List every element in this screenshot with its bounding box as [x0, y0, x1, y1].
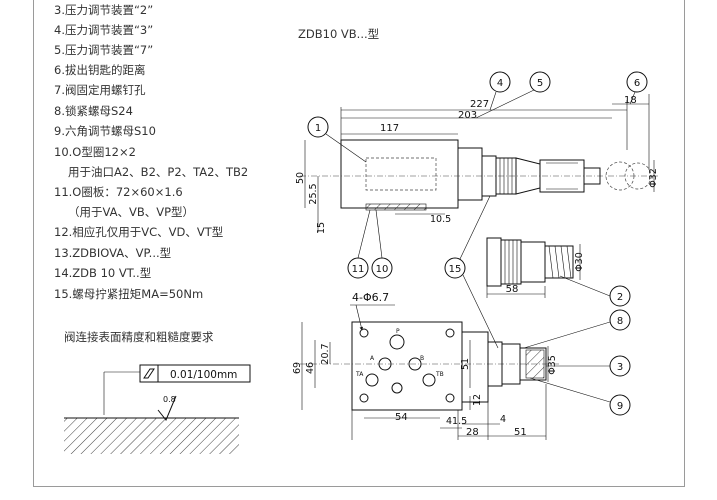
legend-item: 11.O圈板：72×60×1.6: [54, 185, 183, 199]
balloon-8: 8: [617, 316, 623, 327]
front-view: 4-Φ6.7 P A B TA TB Φ35 69 46 20.7: [292, 291, 631, 440]
dim-41-5: 41.5: [446, 416, 467, 427]
legend-item: 10.O型圈12×2: [54, 145, 136, 159]
drawing-frame: [33, 0, 685, 487]
port-b-label: B: [420, 355, 424, 362]
dim-phi30: Φ30: [574, 252, 585, 272]
legend-item: 15.螺母拧紧扭矩MA=50Nm: [54, 287, 204, 301]
legend-item: 5.压力调节装置“7”: [54, 43, 154, 57]
legend-item: 9.六角调节螺母S10: [54, 124, 156, 138]
dim-20-7: 20.7: [320, 343, 331, 364]
dim-46: 46: [305, 362, 316, 374]
balloon-9: 9: [617, 401, 623, 412]
balloon-10: 10: [376, 264, 389, 275]
dim-phi35: Φ35: [547, 355, 558, 375]
flatness-frame: [139, 364, 251, 383]
legend-item: 14.ZDB 10 VT..型: [54, 266, 152, 280]
side-view: 227 203 18 117 50 25.5 15 10.5 Φ32: [295, 71, 660, 279]
dim-203: 203: [458, 110, 477, 121]
detail-view: 58 Φ30 15 2: [444, 195, 631, 349]
surface-requirement: 0.01/100mm 0.8: [64, 364, 251, 454]
dim-15: 15: [316, 222, 327, 234]
port-a-label: A: [370, 355, 375, 362]
dim-58: 58: [506, 284, 519, 295]
legend-item: 12.相应孔仅用于VC、VD、VT型: [54, 225, 224, 239]
balloon-4: 4: [497, 78, 503, 89]
model-title: ZDB10 VB...型: [298, 27, 380, 41]
balloon-3: 3: [617, 362, 623, 373]
dim-54: 54: [395, 412, 408, 423]
dim-51: 51: [460, 358, 471, 370]
roughness-value: 0.8: [163, 395, 176, 404]
legend-item: 3.压力调节装置“2”: [54, 3, 154, 17]
flatness-value: 0.01/100mm: [170, 369, 237, 381]
legend-item: 7.阀固定用螺钉孔: [54, 83, 146, 97]
surface-note: 阀连接表面精度和粗糙度要求: [64, 330, 214, 344]
balloon-5: 5: [537, 78, 543, 89]
legend-item: 13.ZDBIOVA、VP...型: [54, 246, 172, 260]
dim-4: 4: [500, 414, 506, 425]
legend-item: 8.锁紧螺母S24: [54, 104, 133, 118]
balloon-2: 2: [617, 292, 623, 303]
dim-227: 227: [470, 99, 489, 110]
balloon-6: 6: [634, 78, 640, 89]
dim-12: 12: [472, 394, 483, 406]
balloon-1: 1: [315, 123, 321, 134]
port-tb-label: TB: [435, 371, 444, 378]
dim-69: 69: [292, 362, 303, 374]
dim-phi32: Φ32: [648, 168, 659, 188]
port-ta-label: TA: [355, 371, 364, 378]
port-p-label: P: [396, 328, 400, 335]
dim-25-5: 25.5: [308, 183, 319, 204]
holes-label: 4-Φ6.7: [352, 291, 389, 304]
dim-28: 28: [466, 427, 479, 438]
flatness-icon: [143, 368, 155, 379]
balloon-11: 11: [352, 264, 365, 275]
dim-10-5: 10.5: [430, 214, 451, 225]
dim-18: 18: [624, 95, 637, 106]
legend-item: （用于VA、VB、VP型）: [68, 205, 195, 219]
dim-51-bottom: 51: [514, 427, 527, 438]
dim-117: 117: [380, 123, 399, 134]
legend-item: 4.压力调节装置“3”: [54, 23, 154, 37]
legend-item: 6.拔出钥匙的距离: [54, 63, 146, 77]
hatched-surface: [64, 418, 239, 454]
dim-50: 50: [295, 172, 306, 184]
legend-item: 用于油口A2、B2、P2、TA2、TB2: [68, 165, 249, 179]
balloon-15: 15: [449, 264, 462, 275]
